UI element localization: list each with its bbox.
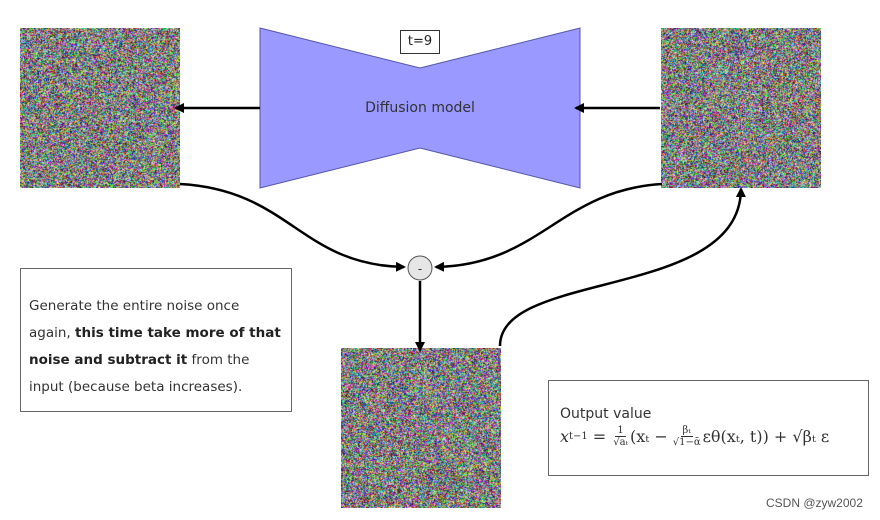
explanation-note: Generate the entire noise once again, th… [20,268,292,412]
formula-lhs-sub: t−1 [569,431,588,442]
watermark: CSDN @zyw2002 [766,496,863,510]
formula-fraction-1: 1 √aₜ [613,425,628,448]
arrow-input-to-subtract [436,184,662,267]
formula-frac2-den: √1−ᾱ [673,437,701,448]
formula-frac1-num: 1 [615,425,625,437]
arrow-output-to-subtract [180,184,404,267]
output-formula: xt−1 = 1 √aₜ (xₜ − βₜ √1−ᾱ εθ(xₜ, t)) + … [560,425,868,448]
formula-term-2: εθ(xₜ, t)) + √βₜ ε [703,427,830,446]
subtract-operator: - [408,258,432,282]
formula-frac2-num: βₜ [681,425,693,437]
formula-term-1: (xₜ − [630,427,668,446]
timestep-label: t=9 [400,30,440,54]
formula-lhs: x [560,427,569,446]
formula-fraction-2: βₜ √1−ᾱ [673,425,701,448]
arrow-noise-to-input [500,189,741,346]
formula-frac1-den: √aₜ [613,437,628,448]
formula-equals: = [593,427,606,446]
output-value-label: Output value [560,405,868,423]
diffusion-model-label: Diffusion model [300,100,540,116]
output-value-box: Output value xt−1 = 1 √aₜ (xₜ − βₜ √1−ᾱ … [548,380,869,476]
